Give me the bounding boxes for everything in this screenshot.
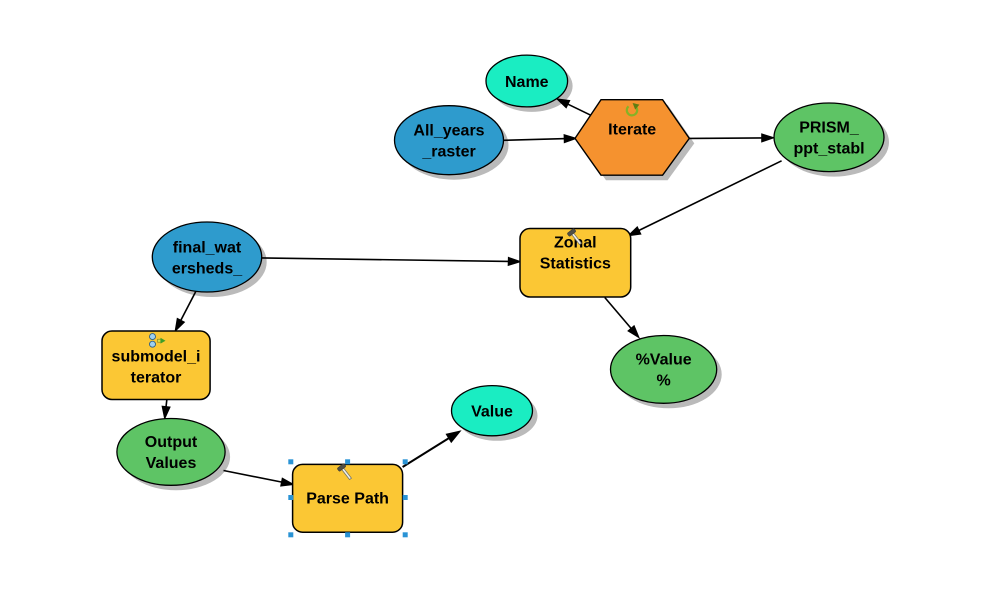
svg-text:submodel_i: submodel_i xyxy=(112,348,201,365)
svg-text:Zonal: Zonal xyxy=(554,235,597,252)
svg-text:Value: Value xyxy=(471,404,513,421)
svg-text:Statistics: Statistics xyxy=(540,256,611,273)
svg-text:ersheds_: ersheds_ xyxy=(172,260,243,277)
svg-text:terator: terator xyxy=(131,369,182,386)
svg-text:Iterate: Iterate xyxy=(608,121,656,138)
svg-text:ppt_stabl: ppt_stabl xyxy=(793,141,864,158)
svg-text:Output: Output xyxy=(145,434,198,451)
svg-text:Parse Path: Parse Path xyxy=(306,491,389,508)
svg-text:Name: Name xyxy=(505,74,549,91)
svg-text:PRISM_: PRISM_ xyxy=(799,120,860,137)
svg-text:%: % xyxy=(656,373,670,390)
svg-text:Values: Values xyxy=(146,455,197,472)
svg-text:All_years: All_years xyxy=(413,123,484,140)
svg-text:%Value: %Value xyxy=(636,352,692,369)
svg-text:_raster: _raster xyxy=(421,144,475,161)
svg-text:final_wat: final_wat xyxy=(173,239,242,256)
